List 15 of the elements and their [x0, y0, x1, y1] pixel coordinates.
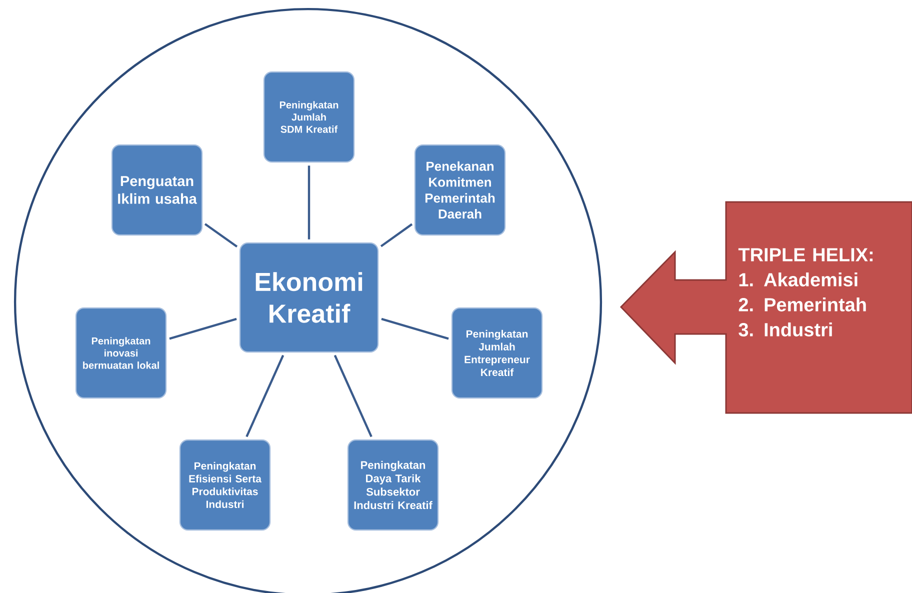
topic-box: Peningkatan Efisiensi Serta Produktivitas Industri — [179, 439, 271, 531]
topic-box: Penguatan Iklim usaha — [111, 144, 203, 236]
topic-box: Peningkatan Daya Tarik Subsektor Industri Kreatif — [347, 439, 439, 531]
connector-line — [169, 318, 237, 340]
connector-line — [246, 354, 284, 438]
topic-box: Peningkatan Jumlah Entrepreneur Kreatif — [451, 307, 543, 399]
connector-line — [381, 318, 449, 340]
topic-box: Penekanan Komitmen Pemerintah Daerah — [414, 144, 506, 236]
center-box: Ekonomi Kreatif — [239, 242, 379, 353]
connector-line — [380, 223, 413, 248]
topic-box: Peningkatan inovasi bermuatan lokal — [75, 307, 167, 399]
connector-line — [204, 223, 238, 248]
connector-line — [308, 166, 310, 240]
topic-box: Peningkatan Jumlah SDM Kreatif — [263, 71, 355, 163]
connector-line — [334, 354, 372, 438]
